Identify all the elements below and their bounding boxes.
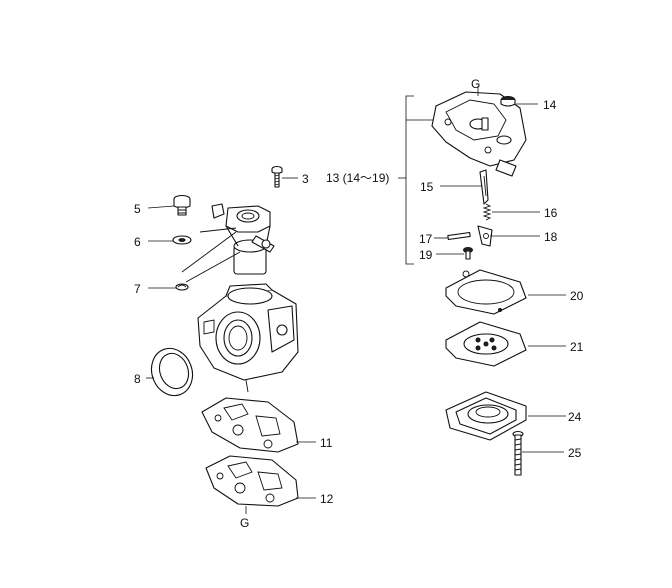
- label-6: 6: [134, 235, 141, 249]
- part-20-gasket: [445, 269, 527, 315]
- label-19: 19: [419, 248, 433, 262]
- label-13: 13 (14〜19): [326, 171, 389, 185]
- label-24: 24: [568, 410, 582, 424]
- part-14-cap: [500, 96, 516, 107]
- part-16-spring: [482, 203, 492, 221]
- part-25-screw: [512, 430, 524, 476]
- bracket-13: [405, 95, 414, 265]
- label-7: 7: [134, 282, 141, 296]
- label-12: 12: [320, 492, 334, 506]
- label-21: 21: [570, 340, 584, 354]
- part-5-plug: [173, 194, 191, 216]
- label-15: 15: [420, 180, 434, 194]
- part-19-screw: [463, 247, 473, 260]
- part-17-pin: [447, 231, 471, 241]
- part-11-gasket: [201, 397, 299, 453]
- label-8: 8: [134, 372, 141, 386]
- part-12-gasket: [205, 455, 299, 507]
- carburetor-body: [197, 283, 299, 393]
- label-11: 11: [320, 436, 333, 450]
- label-17: 17: [419, 232, 433, 246]
- label-g-bottom: G: [240, 516, 249, 530]
- label-20: 20: [570, 289, 584, 303]
- part-3-screw: [271, 165, 283, 188]
- part-7-clip: [175, 283, 189, 291]
- throttle-shaft-assembly: [181, 203, 275, 283]
- label-16: 16: [544, 206, 558, 220]
- part-15-needle: [479, 169, 489, 205]
- metering-cover: [431, 86, 527, 177]
- part-8-seal-ring: [150, 347, 194, 397]
- part-6-washer: [172, 235, 192, 245]
- label-18: 18: [544, 230, 558, 244]
- label-25: 25: [568, 446, 582, 460]
- part-24-cover: [445, 391, 527, 441]
- part-21-diaphragm: [445, 321, 527, 367]
- label-g-top: G: [471, 77, 480, 91]
- part-18-lever: [477, 225, 493, 247]
- label-5: 5: [134, 202, 141, 216]
- label-3: 3: [302, 172, 309, 186]
- label-14: 14: [543, 98, 557, 112]
